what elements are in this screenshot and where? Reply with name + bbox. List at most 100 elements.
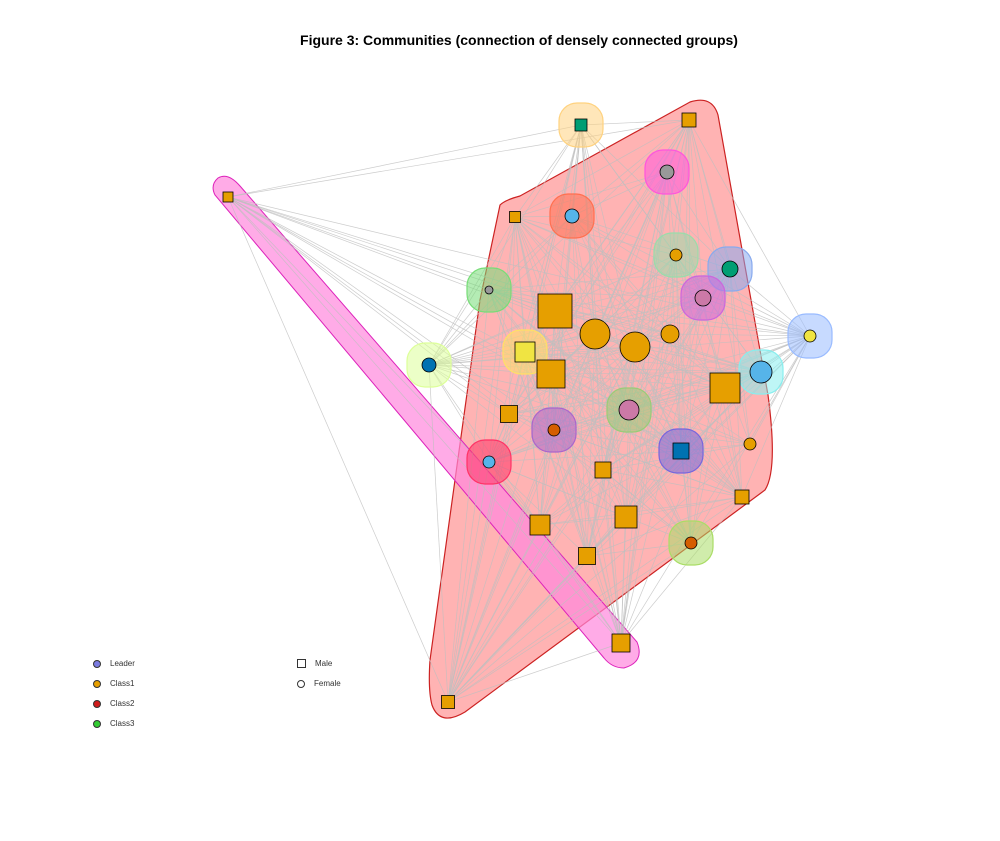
edge bbox=[227, 196, 596, 335]
node-female[interactable] bbox=[803, 329, 817, 343]
edge bbox=[428, 297, 704, 366]
edge bbox=[602, 469, 622, 644]
edge bbox=[488, 289, 704, 299]
legend-item-male: Male bbox=[297, 659, 332, 668]
node-male[interactable] bbox=[611, 633, 631, 653]
legend-circle-icon bbox=[297, 679, 305, 688]
edge bbox=[514, 216, 726, 389]
edge bbox=[554, 171, 668, 312]
figure-title: Figure 3: Communities (connection of den… bbox=[300, 32, 738, 48]
edge bbox=[571, 119, 690, 217]
edge bbox=[508, 335, 811, 415]
node-female[interactable] bbox=[618, 399, 640, 421]
edge bbox=[680, 335, 811, 452]
edge bbox=[539, 496, 743, 526]
edge bbox=[488, 216, 516, 463]
edge bbox=[227, 196, 490, 291]
node-female[interactable] bbox=[684, 536, 698, 550]
node-male[interactable] bbox=[614, 505, 638, 529]
edge bbox=[488, 450, 682, 463]
node-female[interactable] bbox=[721, 260, 739, 278]
edge bbox=[524, 351, 622, 644]
node-male[interactable] bbox=[536, 359, 566, 389]
edge bbox=[628, 171, 668, 411]
node-male[interactable] bbox=[514, 341, 536, 363]
node-female[interactable] bbox=[564, 208, 580, 224]
node-male[interactable] bbox=[709, 372, 741, 404]
legend-item-class3: Class3 bbox=[93, 719, 134, 728]
edge bbox=[428, 335, 811, 366]
edge bbox=[428, 364, 627, 518]
edge bbox=[447, 461, 490, 703]
edge bbox=[514, 171, 668, 218]
node-male[interactable] bbox=[574, 118, 588, 132]
edge bbox=[554, 310, 671, 335]
node-male[interactable] bbox=[537, 293, 573, 329]
node-male[interactable] bbox=[529, 514, 551, 536]
legend-label: Male bbox=[315, 659, 333, 668]
edge bbox=[571, 215, 731, 270]
node-male[interactable] bbox=[578, 547, 596, 565]
node-male[interactable] bbox=[734, 489, 750, 505]
edge bbox=[586, 171, 668, 557]
edge bbox=[586, 387, 726, 557]
edge bbox=[488, 387, 726, 463]
node-male[interactable] bbox=[222, 191, 234, 203]
edge bbox=[428, 364, 762, 373]
edge bbox=[553, 429, 743, 498]
edge bbox=[447, 268, 731, 703]
node-male[interactable] bbox=[509, 211, 521, 223]
node-male[interactable] bbox=[594, 461, 612, 479]
edge bbox=[594, 333, 726, 389]
edge bbox=[539, 516, 627, 526]
edge bbox=[602, 469, 743, 498]
node-male[interactable] bbox=[500, 405, 518, 423]
edge bbox=[227, 196, 622, 644]
node-female[interactable] bbox=[547, 423, 561, 437]
node-female[interactable] bbox=[619, 331, 651, 363]
edge bbox=[227, 196, 671, 335]
node-female[interactable] bbox=[659, 164, 675, 180]
edge bbox=[514, 119, 690, 218]
edge bbox=[539, 469, 604, 526]
edge bbox=[554, 310, 811, 337]
node-female[interactable] bbox=[579, 318, 611, 350]
node-female[interactable] bbox=[743, 437, 757, 451]
edge bbox=[688, 119, 811, 337]
edge bbox=[586, 333, 596, 557]
legend-circle-icon bbox=[93, 679, 101, 688]
edge bbox=[675, 254, 811, 337]
node-female[interactable] bbox=[694, 289, 712, 307]
legend-square-icon bbox=[297, 659, 306, 668]
legend-item-class1: Class1 bbox=[93, 679, 134, 688]
node-female[interactable] bbox=[482, 455, 496, 469]
legend-item-class2: Class2 bbox=[93, 699, 134, 708]
edge bbox=[625, 496, 743, 518]
edge bbox=[428, 119, 690, 366]
node-female[interactable] bbox=[660, 324, 680, 344]
edge bbox=[447, 542, 692, 703]
legend-label: Class3 bbox=[110, 719, 135, 728]
edge bbox=[620, 496, 743, 644]
edge bbox=[488, 310, 556, 463]
node-male[interactable] bbox=[681, 112, 697, 128]
edge bbox=[539, 450, 682, 526]
node-female[interactable] bbox=[484, 285, 494, 295]
nodes bbox=[222, 102, 833, 709]
edge bbox=[729, 268, 751, 445]
edge bbox=[620, 333, 671, 644]
edge bbox=[602, 387, 726, 471]
edge bbox=[571, 215, 588, 557]
edge bbox=[227, 196, 510, 415]
node-male[interactable] bbox=[672, 442, 690, 460]
edge bbox=[669, 333, 811, 337]
edge bbox=[428, 364, 726, 389]
legend-label: Class2 bbox=[110, 699, 135, 708]
node-female[interactable] bbox=[749, 360, 773, 384]
node-male[interactable] bbox=[441, 695, 455, 709]
edge bbox=[620, 516, 627, 644]
edge bbox=[625, 333, 671, 518]
node-female[interactable] bbox=[421, 357, 437, 373]
node-female[interactable] bbox=[669, 248, 683, 262]
edge bbox=[508, 171, 668, 415]
